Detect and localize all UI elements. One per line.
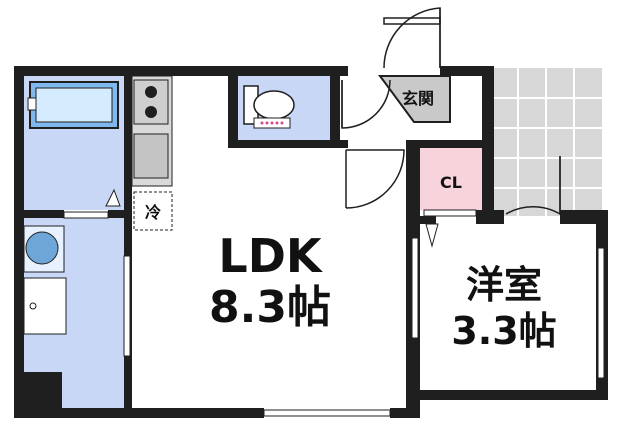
closet-door (423, 209, 477, 217)
windows (63, 211, 605, 417)
western-room-size: 3.3帖 (451, 309, 556, 353)
balcony (490, 68, 602, 216)
entrance-label: 玄関 (402, 89, 434, 108)
wash-basin (23, 225, 65, 273)
toilet (243, 85, 295, 129)
stove-burner-icon (145, 86, 157, 98)
bathtub (27, 81, 119, 129)
entrance-floor (380, 76, 450, 122)
ldk-size: 8.3帖 (209, 282, 331, 333)
washing-machine-pan (23, 277, 67, 335)
kitchen-counter (131, 75, 173, 187)
fridge-label: 冷 (145, 203, 161, 222)
stove-burner-icon (145, 106, 157, 118)
closet-floor (420, 148, 482, 210)
bath-door-marker (105, 188, 121, 207)
doors (341, 7, 561, 216)
fridge-space (133, 191, 173, 231)
western-door-marker (425, 223, 439, 248)
closet-label: CL (440, 173, 462, 192)
entrance (378, 75, 451, 123)
ldk-name: LDK (218, 229, 323, 283)
western-room-name: 洋室 (466, 263, 542, 307)
